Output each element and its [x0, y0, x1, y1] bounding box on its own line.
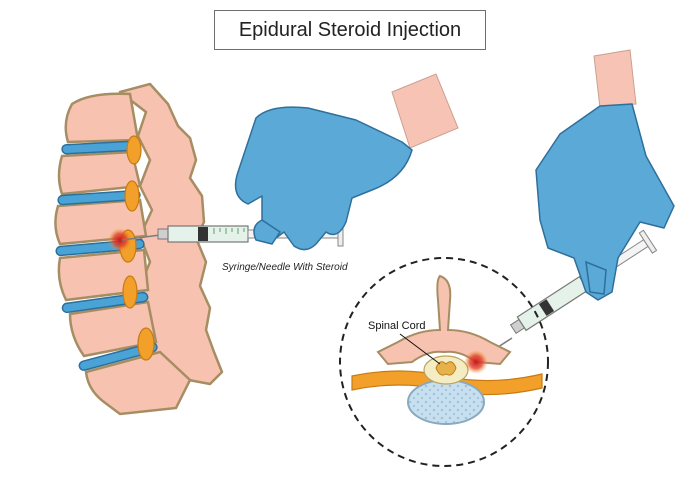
nerve-root	[124, 180, 140, 212]
injection-site-left	[108, 228, 132, 252]
right-gloved-hand	[535, 49, 675, 301]
syringe-barrel	[516, 275, 589, 332]
spinal-cord	[435, 361, 457, 376]
right-finger	[585, 260, 607, 295]
vertebra-l1	[64, 92, 140, 144]
plunger-seal	[198, 227, 208, 241]
right-wrist-skin	[593, 49, 637, 109]
cross-section-inset	[339, 257, 549, 467]
right-glove	[535, 103, 675, 301]
needle	[121, 234, 161, 241]
disc	[78, 342, 158, 371]
barrel-scale	[213, 228, 245, 234]
page-title: Epidural Steroid Injection	[214, 10, 486, 50]
spinal-cord-pointer	[399, 333, 441, 365]
posterior-elements	[118, 82, 224, 404]
sacrum	[84, 350, 192, 416]
needle-hub	[157, 228, 169, 240]
syringe-label: Syringe/Needle With Steroid	[222, 262, 348, 273]
vertebral-body	[407, 379, 485, 425]
nerve-root	[122, 275, 138, 309]
nerve-root	[137, 327, 155, 361]
left-gloved-hand	[234, 73, 459, 251]
left-glove	[234, 106, 413, 251]
nerve-root	[126, 135, 142, 165]
injection-site-right	[464, 350, 488, 374]
disc	[57, 189, 141, 206]
plunger-flange	[638, 229, 658, 254]
lumbar-spine	[54, 82, 224, 416]
spinal-cord-label: Spinal Cord	[368, 320, 426, 332]
left-wrist-skin	[391, 73, 459, 149]
inset-border	[339, 257, 549, 467]
left-thumb	[253, 219, 282, 245]
plunger-seal	[538, 299, 555, 316]
